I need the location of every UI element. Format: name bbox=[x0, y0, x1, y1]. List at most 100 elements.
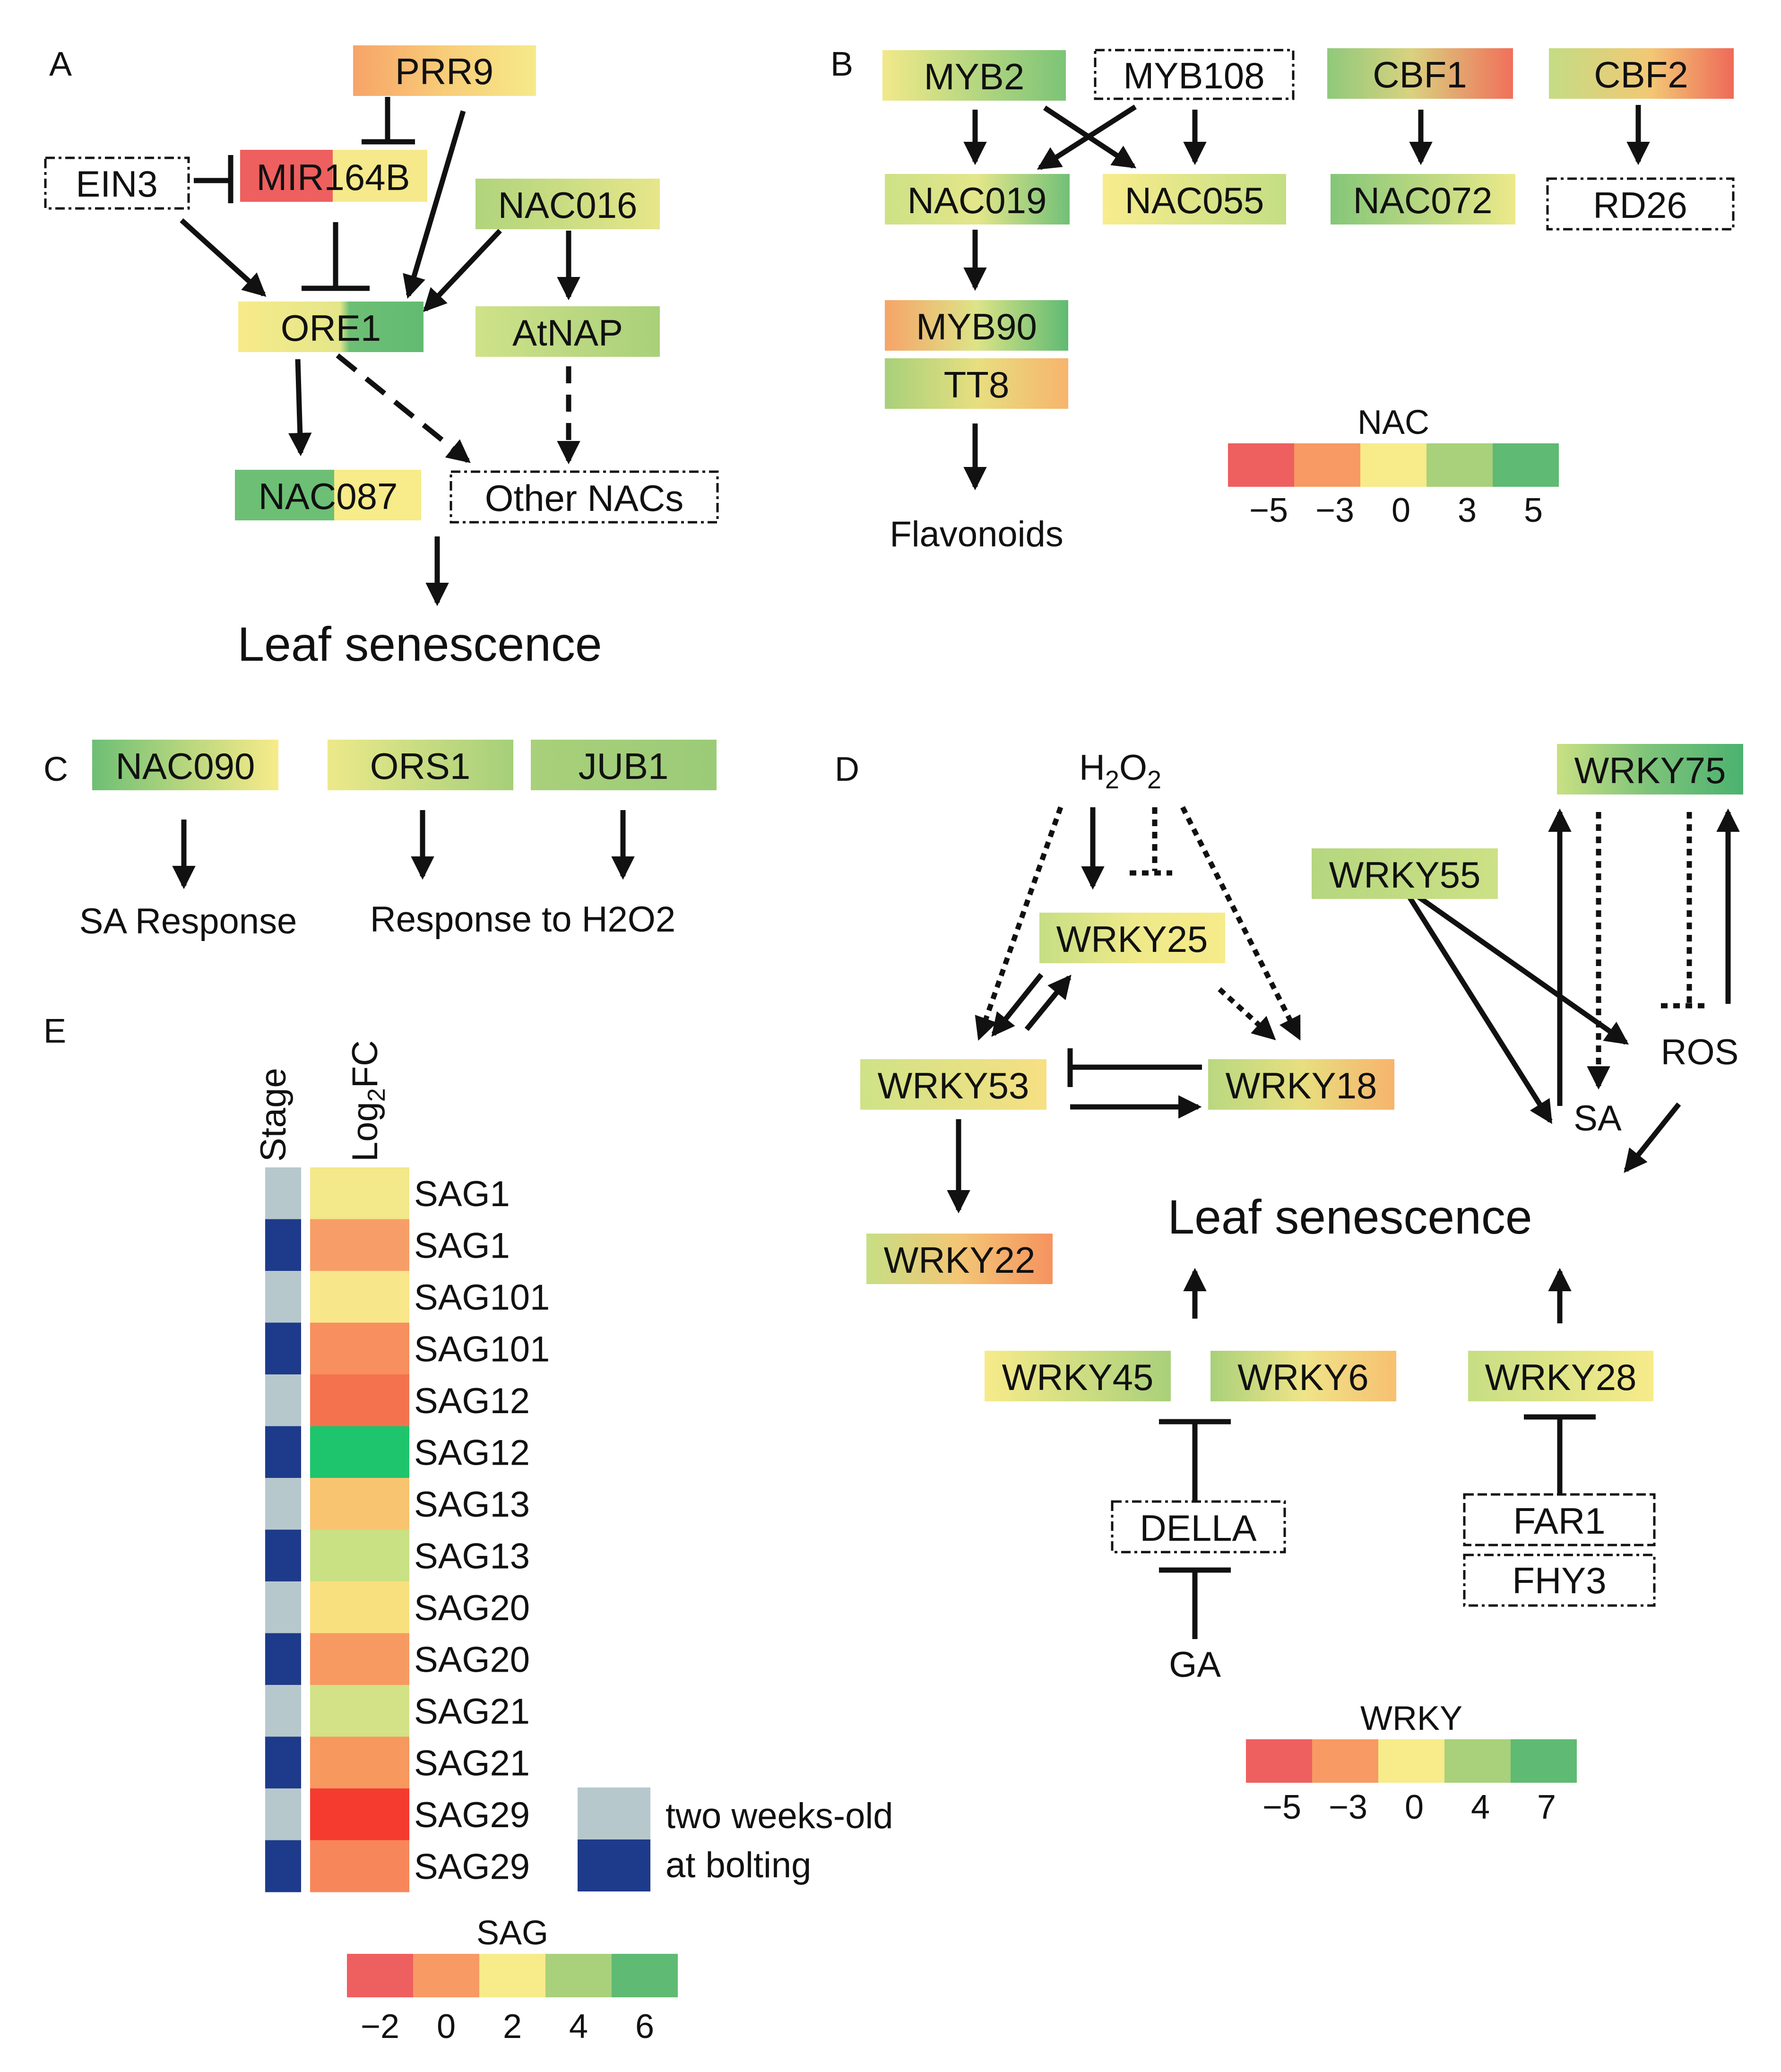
heatmap-log2fc-cell bbox=[310, 1685, 409, 1737]
edge-prr9-activates-ore1 bbox=[403, 110, 466, 299]
gene-tt8-label: TT8 bbox=[944, 364, 1010, 406]
column-header-log2fc-sub: 2 bbox=[363, 1088, 390, 1102]
gene-wrky22: WRKY22 bbox=[866, 1234, 1053, 1284]
gene-wrky18: WRKY18 bbox=[1208, 1059, 1394, 1110]
gene-cbf2-label: CBF2 bbox=[1594, 54, 1688, 95]
gene-rd26-label: RD26 bbox=[1593, 184, 1687, 226]
column-header-log2fc-base: Log bbox=[345, 1102, 385, 1162]
wrky-legend-tick-5: 7 bbox=[1537, 1788, 1556, 1826]
gene-wrky75-label: WRKY75 bbox=[1574, 750, 1726, 791]
panel-d-ga: GA bbox=[1169, 1645, 1221, 1685]
heatmap-row-label: SAG21 bbox=[414, 1692, 530, 1732]
sag-legend-swatch-2 bbox=[413, 1954, 479, 1997]
gene-nac087: NAC087 bbox=[235, 470, 421, 520]
gene-myb90: MYB90 bbox=[885, 300, 1068, 351]
gene-fhy3-label: FHY3 bbox=[1512, 1560, 1606, 1601]
gene-fhy3-box bbox=[1463, 1554, 1656, 1607]
gene-wrky22-box bbox=[866, 1234, 1053, 1284]
panel-d: D H2O2 bbox=[835, 744, 1743, 1826]
edge-h2o2-to-wrky18 bbox=[1180, 806, 1301, 1041]
panel-d-outcome: Leaf senescence bbox=[1167, 1190, 1532, 1244]
edge-wrky55-to-ros bbox=[1411, 891, 1629, 1045]
gene-rd26-box bbox=[1546, 177, 1735, 231]
stage-legend-two-weeks: two weeks-old bbox=[666, 1796, 893, 1836]
stage-legend: two weeks-old at bolting bbox=[578, 1787, 893, 1891]
heatmap-row-label: SAG29 bbox=[414, 1795, 530, 1835]
wrky-color-legend: WRKY −5 −3 0 4 7 bbox=[1246, 1700, 1577, 1826]
gene-wrky25-label: WRKY25 bbox=[1056, 918, 1208, 960]
sag-legend-swatch-4 bbox=[545, 1954, 612, 1997]
sag-legend-tick-1: −2 bbox=[361, 2008, 399, 2046]
heatmap-stage-cell bbox=[265, 1478, 301, 1530]
gene-nac016-box bbox=[476, 179, 660, 229]
sag-legend-swatch-3 bbox=[479, 1954, 545, 1997]
heatmap-stage-cell bbox=[265, 1271, 301, 1323]
panel-d-ros: ROS bbox=[1661, 1032, 1739, 1072]
gene-wrky28-box bbox=[1468, 1351, 1653, 1401]
heatmap-stage-cell bbox=[265, 1736, 301, 1789]
panel-b-label: B bbox=[830, 45, 853, 83]
edge-nac016-activates-ore1 bbox=[423, 229, 502, 312]
edge-ros-to-leaf-senescence bbox=[1624, 1102, 1681, 1173]
gene-cbf1-label: CBF1 bbox=[1373, 54, 1467, 95]
wrky-legend-tick-3: 0 bbox=[1405, 1788, 1424, 1826]
panel-a-outcome: Leaf senescence bbox=[237, 617, 602, 671]
gene-nac087-label-part2: 087 bbox=[336, 475, 398, 517]
gene-wrky55-label: WRKY55 bbox=[1329, 854, 1481, 896]
panel-b: B MYB2 MYB108 CBF1 CBF2 bbox=[830, 45, 1735, 554]
panel-c: C NAC090 ORS1 JUB1 SA Response Response … bbox=[43, 740, 717, 941]
gene-nac055: NAC055 bbox=[1103, 174, 1286, 224]
gene-mir164b-box-right bbox=[333, 150, 427, 202]
gene-nac072-box bbox=[1331, 174, 1515, 224]
gene-nac087-box-left bbox=[235, 470, 334, 520]
heatmap-stage-cell bbox=[265, 1322, 301, 1375]
panel-c-label: C bbox=[43, 751, 68, 788]
panel-a-label: A bbox=[49, 45, 72, 83]
gene-nac090-box bbox=[92, 740, 278, 790]
gene-ors1-box bbox=[328, 740, 513, 790]
gene-other-nacs-label: Other NACs bbox=[485, 477, 683, 519]
column-header-log2fc-tail: FC bbox=[345, 1040, 385, 1088]
edge-myb108-to-nac019 bbox=[1037, 104, 1137, 170]
nac-legend-tick-4: 3 bbox=[1458, 492, 1477, 529]
nac-legend-tick-5: 5 bbox=[1524, 492, 1543, 529]
gene-cbf2: CBF2 bbox=[1549, 48, 1734, 99]
gene-mir164b-label-part1: MIR bbox=[256, 156, 324, 198]
node-h2o2-sub1: 2 bbox=[1105, 766, 1119, 794]
heatmap-log2fc-cell bbox=[310, 1322, 409, 1375]
gene-nac090-label-part1: NAC bbox=[116, 745, 194, 787]
gene-wrky18-label: WRKY18 bbox=[1226, 1065, 1377, 1106]
gene-rd26: RD26 bbox=[1546, 177, 1735, 231]
panel-d-edges bbox=[947, 806, 1740, 1639]
heatmap-stage-cell bbox=[265, 1529, 301, 1582]
gene-nac055-label: NAC055 bbox=[1125, 180, 1264, 221]
gene-wrky45: WRKY45 bbox=[985, 1351, 1171, 1401]
node-h2o2-h: H bbox=[1079, 748, 1105, 788]
heatmap-log2fc-cell bbox=[310, 1478, 409, 1530]
nac-legend-swatch-5 bbox=[1493, 443, 1559, 487]
heatmap-row-label: SAG13 bbox=[414, 1485, 530, 1525]
edge-wrky55-to-sa bbox=[1406, 894, 1553, 1124]
sag-legend-tick-3: 2 bbox=[503, 2008, 522, 2046]
nac-legend-swatch-3 bbox=[1360, 443, 1427, 487]
gene-wrky53-box bbox=[860, 1059, 1046, 1110]
gene-mir164b-label-part2: 164B bbox=[324, 156, 410, 198]
gene-wrky55-box bbox=[1312, 848, 1498, 899]
heatmap-row-label: SAG101 bbox=[414, 1329, 550, 1369]
nac-legend-swatch-4 bbox=[1427, 443, 1493, 487]
nac-legend-tick-3: 0 bbox=[1392, 492, 1410, 529]
gene-mir164b: MIR164B bbox=[240, 150, 427, 202]
heatmap-row-label: SAG20 bbox=[414, 1588, 530, 1628]
panel-a: A PRR9 EIN3 bbox=[44, 45, 719, 671]
node-h2o2-sub2: 2 bbox=[1147, 766, 1161, 794]
heatmap-stage-cell bbox=[265, 1633, 301, 1685]
gene-nac072-label: NAC072 bbox=[1353, 180, 1493, 221]
gene-nac055-box bbox=[1103, 174, 1286, 224]
gene-myb90-label: MYB90 bbox=[916, 306, 1037, 347]
gene-mir164b-box-left bbox=[240, 150, 333, 202]
gene-wrky6-box bbox=[1210, 1351, 1396, 1401]
gene-tt8-box bbox=[885, 358, 1068, 409]
gene-far1-box bbox=[1463, 1493, 1656, 1546]
gene-nac019: NAC019 bbox=[885, 174, 1070, 224]
